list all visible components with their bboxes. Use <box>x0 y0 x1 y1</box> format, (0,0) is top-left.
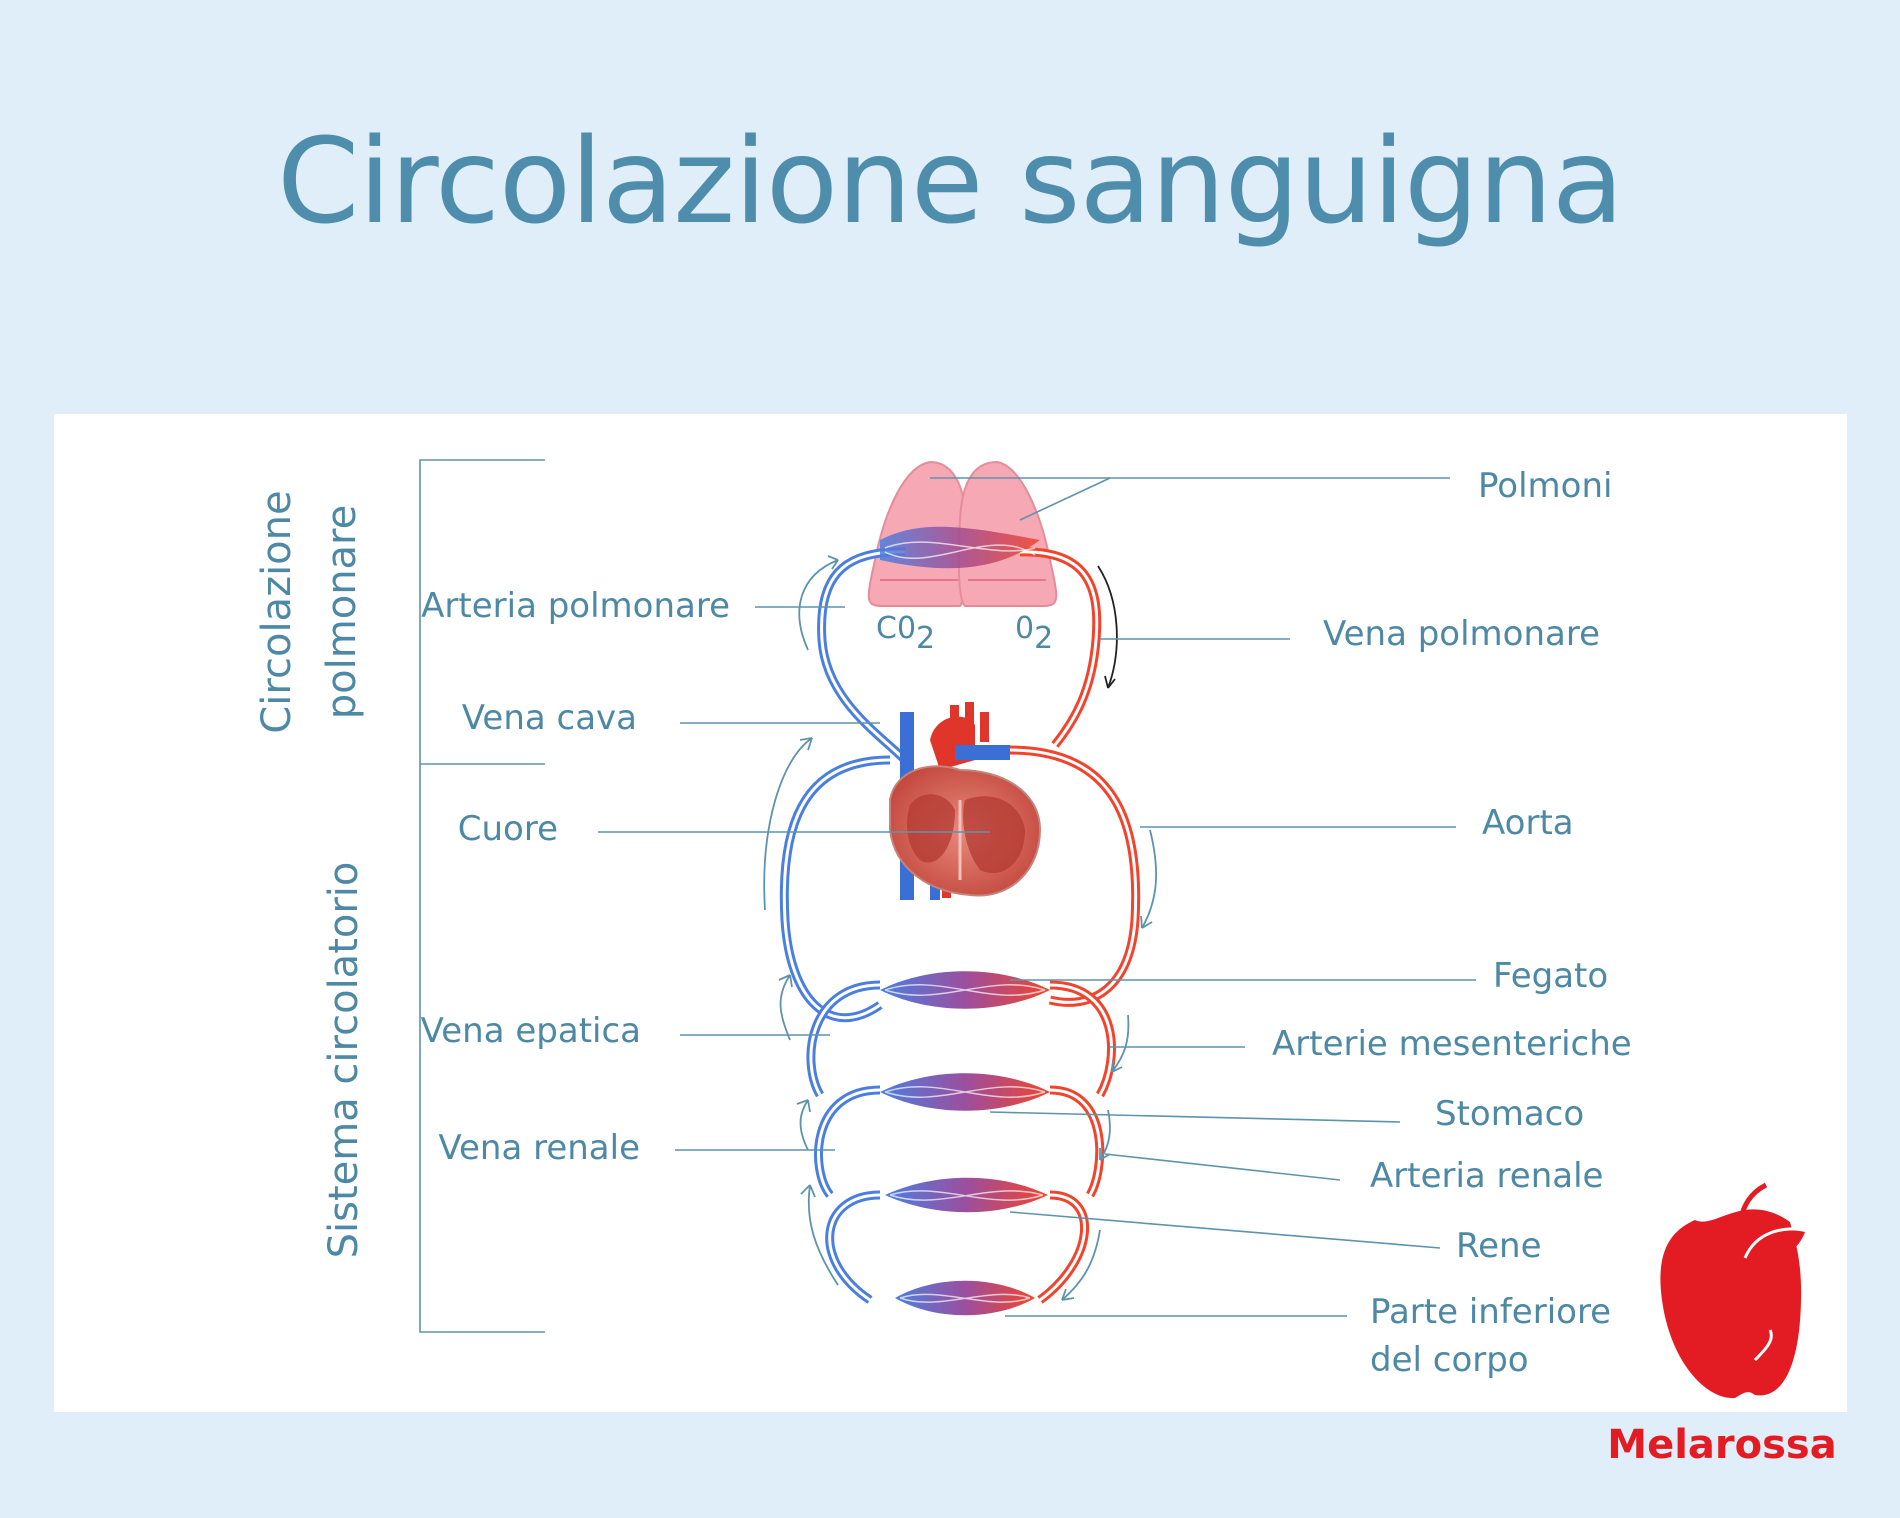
label-cuore: Cuore <box>458 809 558 849</box>
label-vena-renale: Vena renale <box>438 1128 640 1168</box>
label-aorta: Aorta <box>1482 803 1574 843</box>
side-label-systemic: Sistema circolatorio <box>321 862 367 1259</box>
label-rene: Rene <box>1456 1226 1541 1266</box>
brand-name: Melarossa <box>1607 1422 1836 1468</box>
section-bracket <box>419 459 545 1333</box>
lungs <box>867 460 1058 607</box>
label-vena-polmonare: Vena polmonare <box>1323 614 1600 654</box>
side-label-pulmonary: Circolazione polmonare <box>254 490 365 733</box>
svg-text:C02: C02 <box>876 611 935 656</box>
label-arteria-polmonare: Arteria polmonare <box>421 586 730 626</box>
label-polmoni: Polmoni <box>1478 466 1612 506</box>
label-fegato: Fegato <box>1493 956 1608 996</box>
gas-o2: 02 <box>1015 611 1053 656</box>
pulmonary-vessels <box>817 526 1102 764</box>
label-arterie-mesenteriche: Arterie mesenteriche <box>1272 1024 1632 1064</box>
flow-arrows <box>763 555 1157 1301</box>
capillary-beds <box>880 971 1050 1316</box>
heart <box>889 702 1042 900</box>
melarossa-logo: Melarossa <box>1607 1182 1837 1468</box>
svg-text:Sistema circolatorio: Sistema circolatorio <box>321 862 367 1259</box>
svg-text:polmonare: polmonare <box>319 505 365 719</box>
svg-text:02: 02 <box>1015 611 1053 656</box>
page-title: Circolazione sanguigna <box>276 112 1624 250</box>
leader-lines <box>598 477 1476 1317</box>
svg-text:Circolazione: Circolazione <box>254 490 300 733</box>
systemic-arteries <box>1009 745 1141 1304</box>
label-stomaco: Stomaco <box>1435 1094 1584 1134</box>
label-parte-inferiore-2: del corpo <box>1370 1340 1529 1380</box>
label-vena-cava: Vena cava <box>462 698 637 738</box>
systemic-veins <box>779 755 891 1304</box>
label-parte-inferiore-1: Parte inferiore <box>1370 1292 1611 1332</box>
label-vena-epatica: Vena epatica <box>421 1011 641 1051</box>
gas-co2: C02 <box>876 611 935 656</box>
label-arteria-renale: Arteria renale <box>1370 1156 1603 1196</box>
